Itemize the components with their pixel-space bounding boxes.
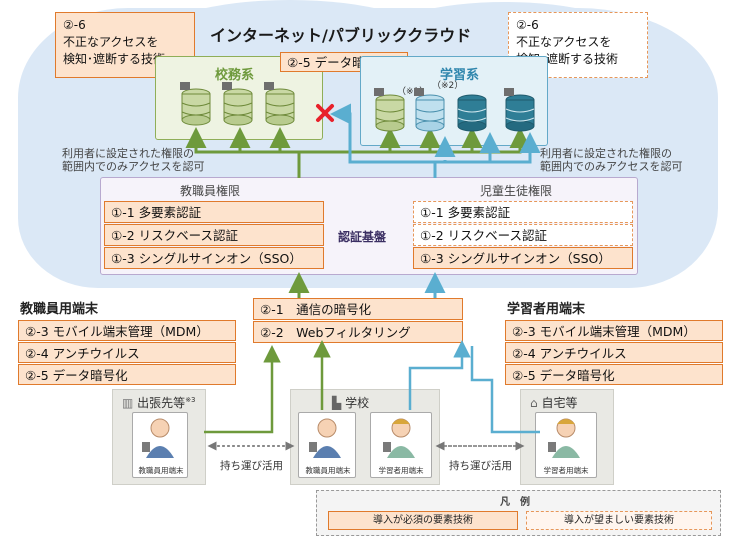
- legend-desirable: 導入が望ましい要素技術: [526, 511, 712, 530]
- footnote-1: （※1）: [397, 87, 429, 97]
- admin-database-icon: [264, 82, 295, 126]
- school-label: ▙ 学校: [332, 394, 369, 411]
- learner-terminal-item: ②-5 データ暗号化: [505, 364, 723, 385]
- learner-avatar-icon: [548, 418, 580, 458]
- note-text: ②-6: [63, 18, 86, 32]
- staff-terminal-item: ②-3 モバイル端末管理（MDM）: [18, 320, 236, 341]
- learning-database-icon: [414, 88, 445, 132]
- staff-auth-item: ①-3 シングルサインオン（SSO）: [104, 247, 324, 269]
- learning-database-icon: [374, 88, 405, 132]
- device-label: 教職員用端末: [305, 466, 351, 475]
- staff-access-lines: [185, 127, 531, 178]
- cloud-title: インターネット/パブリッククラウド: [210, 26, 472, 45]
- device-label: 教職員用端末: [138, 466, 184, 475]
- note-text: 検知･遮断する技術: [63, 52, 166, 66]
- suitcase-icon: ▥: [122, 396, 134, 410]
- staff-avatar-icon: [309, 418, 341, 458]
- caption-text: 利用者に設定された権限の: [540, 147, 672, 160]
- staff-device-travel: [132, 412, 188, 478]
- legend-required: 導入が必須の要素技術: [328, 511, 518, 530]
- right-authz-caption: 利用者に設定された権限の 範囲内でのみアクセスを認可: [540, 147, 682, 173]
- footnote-2: （※2）: [432, 81, 464, 91]
- home-label-text: 自宅等: [541, 396, 578, 410]
- device-label: 学習者用端末: [378, 466, 424, 475]
- admin-database-icon: [222, 82, 253, 126]
- device-uplinks: [204, 340, 540, 434]
- travel-footnote: ※3: [185, 396, 196, 404]
- device-label: 学習者用端末: [543, 466, 589, 475]
- network-item: ②-2 Webフィルタリング: [253, 321, 463, 343]
- home-label: ⌂ 自宅等: [530, 394, 577, 411]
- student-auth-item: ①-1 多要素認証: [413, 201, 633, 223]
- note-text: ②-6: [516, 18, 539, 32]
- house-icon: ⌂: [530, 396, 538, 410]
- student-access-lines: [330, 103, 541, 178]
- school-label-text: 学校: [345, 396, 370, 410]
- student-auth-item: ①-2 リスクベース認証: [413, 224, 633, 246]
- travel-label: ▥ 出張先等※3: [122, 394, 196, 411]
- learner-terminal-heading: 学習者用端末: [507, 302, 586, 317]
- blocked-x-icon: [316, 104, 334, 122]
- student-permission-header: 児童生徒権限: [480, 184, 553, 198]
- learning-database-icon: [504, 88, 535, 132]
- staff-terminal-item: ②-4 アンチウイルス: [18, 342, 236, 363]
- learning-system-label: 学習系: [440, 68, 480, 83]
- student-auth-item: ①-3 シングルサインオン（SSO）: [413, 247, 633, 269]
- auth-platform-label: 認証基盤: [338, 230, 387, 244]
- staff-permission-header: 教職員権限: [180, 184, 241, 198]
- caption-text: 範囲内でのみアクセスを認可: [540, 160, 683, 173]
- learner-terminal-item: ②-4 アンチウイルス: [505, 342, 723, 363]
- learner-terminal-item: ②-3 モバイル端末管理（MDM）: [505, 320, 723, 341]
- carry-use-right: 持ち運び活用: [449, 460, 512, 472]
- note-text: 不正なアクセスを: [516, 35, 612, 49]
- caption-text: 範囲内でのみアクセスを認可: [62, 160, 205, 173]
- staff-auth-item: ①-2 リスクベース認証: [104, 224, 324, 246]
- admin-system-label: 校務系: [215, 68, 255, 83]
- caption-text: 利用者に設定された権限の: [62, 147, 194, 160]
- left-authz-caption: 利用者に設定された権限の 範囲内でのみアクセスを認可: [62, 147, 204, 173]
- carry-use-left: 持ち運び活用: [220, 460, 283, 472]
- admin-database-icon: [180, 82, 211, 126]
- staff-terminal-item: ②-5 データ暗号化: [18, 364, 236, 385]
- staff-auth-item: ①-1 多要素認証: [104, 201, 324, 223]
- staff-avatar-icon: [142, 418, 174, 458]
- learning-database-icon: [457, 94, 487, 132]
- learner-avatar-icon: [383, 418, 415, 458]
- legend-title: 凡 例: [500, 497, 530, 508]
- school-building-icon: ▙: [332, 396, 342, 410]
- staff-terminal-heading: 教職員用端末: [20, 302, 99, 317]
- network-item: ②-1 通信の暗号化: [253, 298, 463, 320]
- travel-label-text: 出張先等: [137, 396, 186, 410]
- note-text: 不正なアクセスを: [63, 35, 159, 49]
